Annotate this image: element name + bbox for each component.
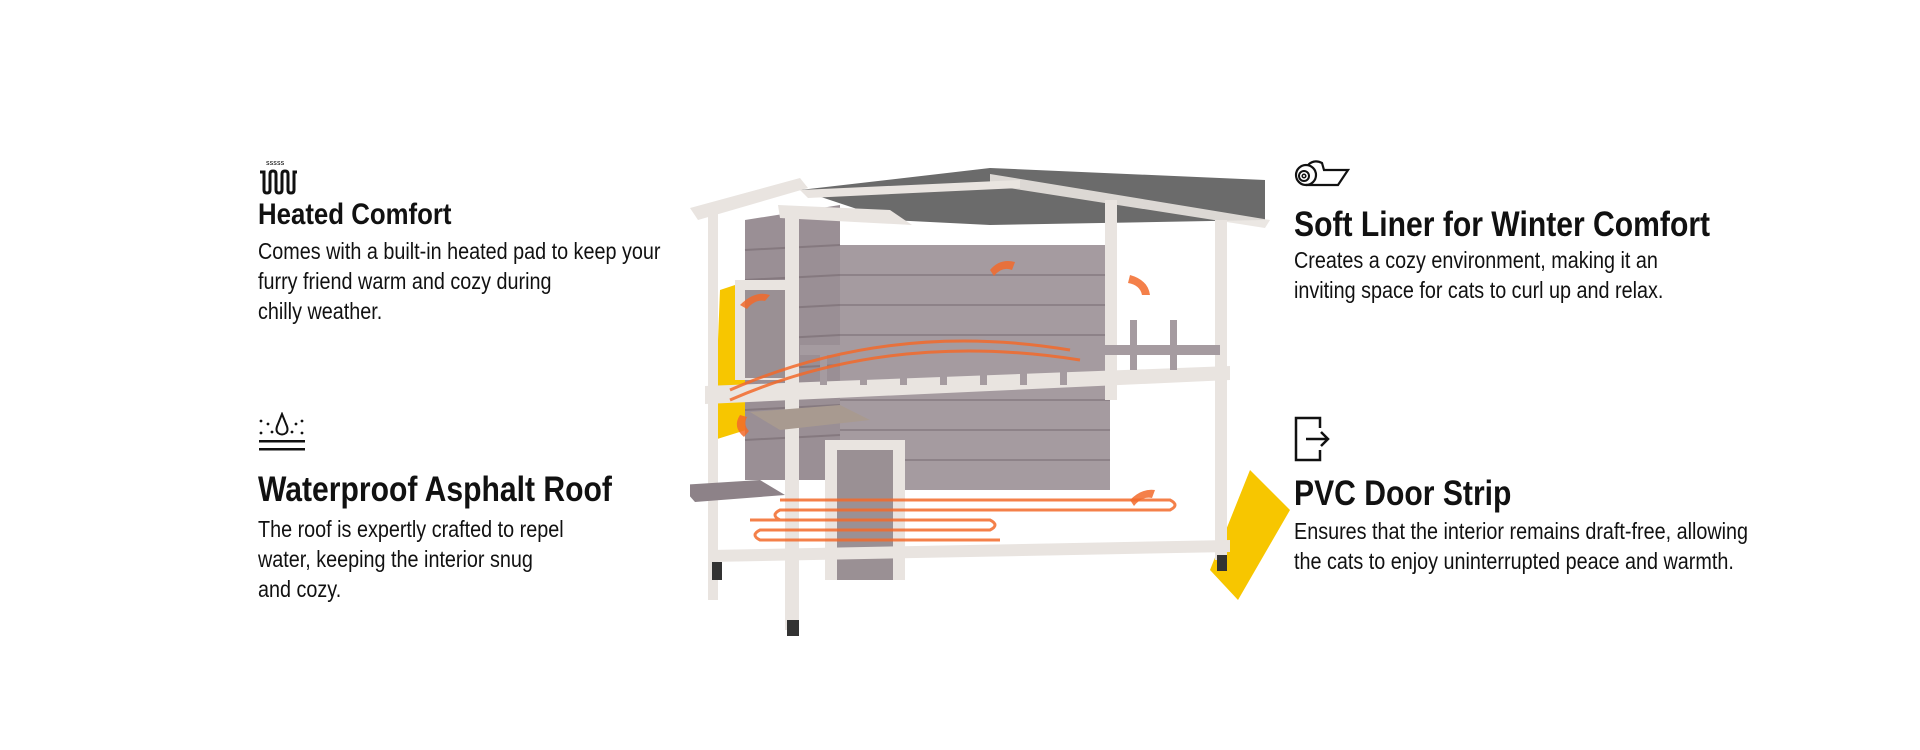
feature-description: Ensures that the interior remains draft-… (1294, 518, 1749, 574)
svg-text:sssss: sssss (266, 159, 285, 167)
feature-pvc-door-strip: PVC Door Strip Ensures that the interior… (1294, 416, 1822, 576)
asphalt-roof (800, 168, 1265, 225)
cat-house-product-image (690, 168, 1290, 636)
feature-description: Creates a cozy environment, making it an… (1294, 247, 1664, 303)
feature-description: Comes with a built-in heated pad to keep… (258, 238, 661, 324)
feature-heated-comfort: sssss Heated Comfort Comes with a built-… (258, 158, 726, 326)
feature-title: Heated Comfort (258, 198, 452, 231)
feature-title: Soft Liner for Winter Comfort (1294, 205, 1711, 244)
waterproof-drop-icon (259, 412, 305, 451)
feature-title: Waterproof Asphalt Roof (258, 470, 612, 509)
feature-description: The roof is expertly crafted to repel wa… (258, 516, 564, 602)
accent-shape-right (1210, 470, 1290, 600)
feature-title: PVC Door Strip (1294, 474, 1512, 513)
feature-waterproof-roof: Waterproof Asphalt Roof The roof is expe… (258, 412, 670, 604)
heating-pad-upper (729, 339, 1081, 402)
feature-soft-liner: Soft Liner for Winter Comfort Creates a … (1294, 155, 1778, 305)
rolled-mat-icon (1294, 160, 1350, 187)
heat-arrow-icons (736, 261, 1155, 506)
heating-coil-icon: sssss (260, 159, 297, 195)
heating-pad-lower (750, 498, 1177, 542)
door-exit-icon (1294, 416, 1330, 462)
